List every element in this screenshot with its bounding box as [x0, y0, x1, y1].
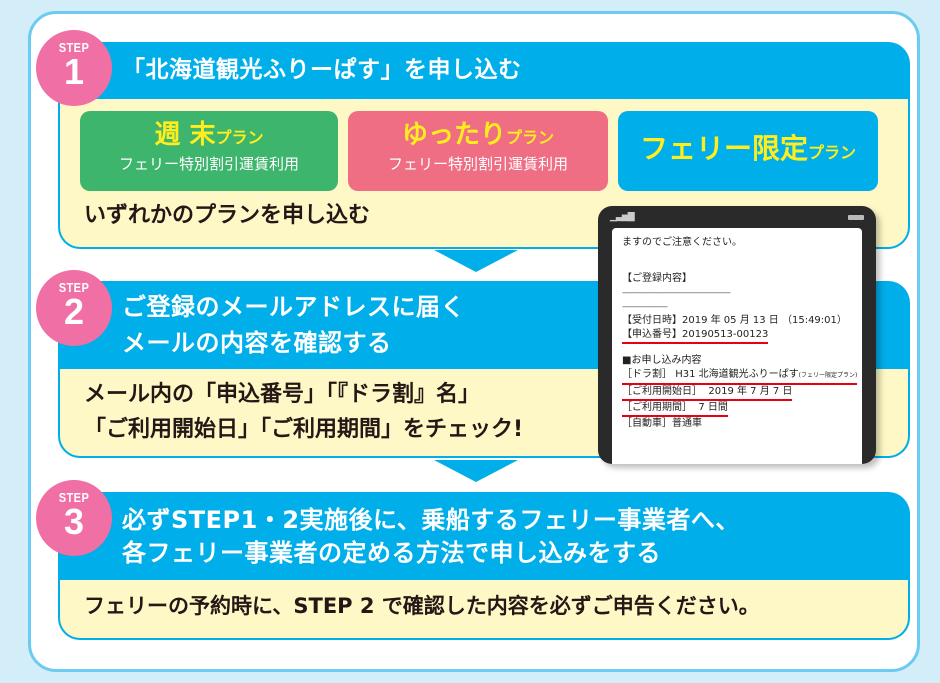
- step-label: STEP: [58, 280, 90, 295]
- divider: ----------------------------------------…: [622, 288, 731, 298]
- email-period: ［ご利用期間］ 7 日間: [622, 401, 852, 417]
- phone-mockup: ▁▃▅▇ ますのでご注意ください。 【ご登録内容】 --------------…: [598, 206, 876, 464]
- plan-options: 週 末プラン フェリー特別割引運賃利用 ゆったりプラン フェリー特別割引運賃利用…: [80, 111, 878, 191]
- down-arrow-icon: [434, 460, 518, 482]
- email-vehicle: ［自動車］普通車: [622, 418, 702, 429]
- email-intro: ますのでご注意ください。: [622, 237, 742, 248]
- plan-weekend[interactable]: 週 末プラン フェリー特別割引運賃利用: [80, 111, 338, 191]
- battery-icon: [848, 215, 864, 220]
- step-label: STEP: [58, 40, 90, 55]
- step-3-instruction: フェリーの予約時に、STEP 2 で確認した内容を必ずご申告ください。: [84, 594, 760, 618]
- email-details-header: ■お申し込み内容: [622, 355, 702, 366]
- step-2-instruction-line: メール内の「申込番号」「『ドラ割』名」: [84, 382, 481, 407]
- step-1-title: 「北海道観光ふりーぱす」を申し込む: [122, 57, 522, 83]
- step-3-title-line: 必ずSTEP1・2実施後に、乗船するフェリー事業者へ、: [122, 506, 740, 534]
- step-number: 3: [63, 501, 85, 542]
- step-2-title-line: ご登録のメールアドレスに届く: [122, 293, 465, 321]
- divider: --------------------: [622, 302, 668, 312]
- email-preview: ますのでご注意ください。 【ご登録内容】 -------------------…: [612, 228, 862, 464]
- plan-name: 週 末プラン: [154, 120, 264, 150]
- step-1-instruction: いずれかのプランを申し込む: [84, 203, 371, 228]
- email-section-header: 【ご登録内容】: [622, 273, 692, 284]
- email-start-date: ［ご利用開始日］ 2019 年 7 月 7 日: [622, 385, 852, 401]
- step-1-header: 「北海道観光ふりーぱす」を申し込む: [58, 42, 910, 99]
- plan-name: ゆったりプラン: [401, 120, 555, 150]
- email-app-number: 【申込番号】20190513-00123: [622, 328, 852, 344]
- step-label: STEP: [58, 490, 90, 505]
- signal-icon: ▁▃▅▇: [610, 212, 635, 222]
- email-dora-name: ［ドラ割］ H31 北海道観光ふりーぱす(フェリー限定プラン): [622, 368, 858, 385]
- step-3-body: フェリーの予約時に、STEP 2 で確認した内容を必ずご申告ください。: [58, 580, 910, 640]
- plan-ferry-only[interactable]: フェリー限定プラン: [618, 111, 878, 191]
- step-1-badge: STEP 1: [36, 30, 112, 106]
- plan-subtitle: フェリー特別割引運賃利用: [387, 155, 568, 173]
- down-arrow-icon: [434, 250, 518, 272]
- plan-relaxed[interactable]: ゆったりプラン フェリー特別割引運賃利用: [348, 111, 608, 191]
- step-2-title-line: メールの内容を確認する: [122, 329, 392, 357]
- step-3-header: 必ずSTEP1・2実施後に、乗船するフェリー事業者へ、 各フェリー事業者の定める…: [58, 492, 910, 580]
- plan-name: フェリー限定プラン: [639, 132, 857, 165]
- step-2-instruction-line: 「ご利用開始日」「ご利用期間」をチェック!: [84, 417, 524, 442]
- email-received: 【受付日時】2019 年 05 月 13 日 （15:49:01）: [622, 315, 847, 326]
- step-number: 2: [63, 291, 85, 332]
- step-number: 1: [63, 51, 85, 92]
- step-2-badge: STEP 2: [36, 270, 112, 346]
- step-3-title-line: 各フェリー事業者の定める方法で申し込みをする: [122, 539, 661, 567]
- plan-subtitle: フェリー特別割引運賃利用: [118, 155, 299, 173]
- step-3-badge: STEP 3: [36, 480, 112, 556]
- step-3: 必ずSTEP1・2実施後に、乗船するフェリー事業者へ、 各フェリー事業者の定める…: [58, 492, 910, 640]
